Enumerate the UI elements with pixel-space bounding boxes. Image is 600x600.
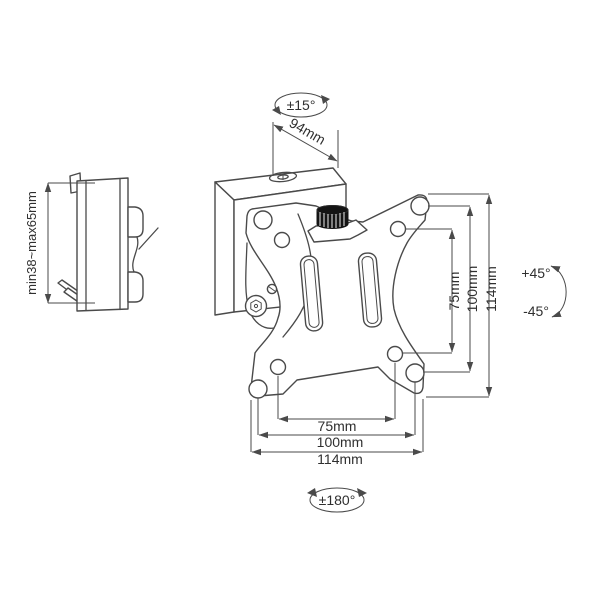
rotation-arrowhead-left xyxy=(307,488,317,497)
vesa100-hole-tr xyxy=(410,196,430,216)
vesa75-hole-tr xyxy=(389,220,407,238)
slot-outline xyxy=(357,252,383,328)
knob-assembly xyxy=(307,205,368,243)
slot-outline xyxy=(299,255,324,332)
bottom-75-label: 75mm xyxy=(318,418,357,434)
plate-slot-left xyxy=(299,255,324,332)
pivot-screw-center xyxy=(253,303,259,309)
swivel-up-label: +45° xyxy=(521,265,550,281)
knob-knurling xyxy=(319,212,345,228)
top-width-label: 94mm xyxy=(287,115,329,148)
vesa-plate xyxy=(244,194,430,399)
rotation-arc xyxy=(309,487,365,513)
right-dimensions: 75mm 100mm 114mm +45° -45° xyxy=(402,193,567,398)
pivot-screw-hex xyxy=(250,299,262,313)
tilt-arrowhead-right xyxy=(321,95,330,104)
depth-range-label: min38~max65mm xyxy=(24,191,39,295)
plate-slot-right xyxy=(357,252,383,328)
pivot-screw-head xyxy=(244,294,268,318)
tilt-arrowhead-left xyxy=(272,106,281,115)
pivot-screw xyxy=(244,294,268,318)
side-view-tab-top xyxy=(127,206,144,238)
tilt-arc xyxy=(274,92,328,118)
tension-knob-top xyxy=(316,205,349,215)
right-114-label: 114mm xyxy=(483,266,499,312)
side-view-lever xyxy=(138,227,159,250)
top-screw-hole xyxy=(268,171,298,183)
right-75-label: 75mm xyxy=(446,272,462,311)
bottom-114-label: 114mm xyxy=(317,451,363,467)
top-dimensions: 94mm ±15° xyxy=(272,92,339,176)
rotation-range-label: ±180° xyxy=(319,492,356,508)
wall-box-left-face xyxy=(214,181,235,316)
tilt-range-label: ±15° xyxy=(287,97,316,113)
side-view-body xyxy=(76,177,129,312)
swivel-arc xyxy=(550,265,567,318)
right-100-label: 100mm xyxy=(464,266,480,313)
slot-inner xyxy=(303,259,320,328)
vesa100-hole-bl xyxy=(248,379,268,399)
vesa75-hole-br xyxy=(386,345,404,363)
rotation-arrowhead-right xyxy=(357,488,367,497)
bottom-100-label: 100mm xyxy=(317,434,364,450)
vesa100-hole-br xyxy=(405,363,425,383)
slot-inner xyxy=(361,256,379,324)
bottom-dimensions: 75mm 100mm 114mm ±180° xyxy=(250,363,424,513)
vesa75-hole-tl xyxy=(273,231,291,249)
vesa75-hole-bl xyxy=(269,358,287,376)
side-view-edge-curve xyxy=(132,236,139,273)
swivel-down-label: -45° xyxy=(523,303,549,319)
side-view: min38~max65mm xyxy=(24,172,159,312)
side-view-tab-bottom xyxy=(127,271,144,303)
width-dim-line xyxy=(273,124,338,162)
vesa100-hole-tl xyxy=(253,210,273,230)
lock-screw xyxy=(266,283,278,295)
lock-screw-slot xyxy=(268,286,276,292)
